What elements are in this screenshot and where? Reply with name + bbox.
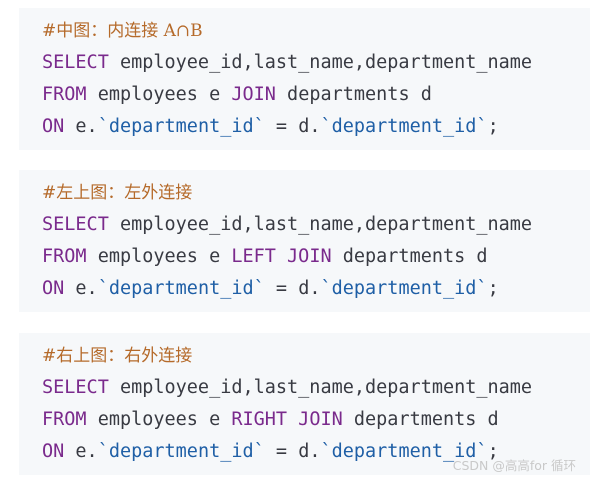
keyword-join: JOIN (231, 84, 276, 105)
keyword-on: ON (42, 116, 65, 137)
on-semicolon: ; (487, 441, 499, 462)
keyword-from: FROM (42, 409, 87, 430)
code-line-select: SELECT employee_id,last_name,department_… (42, 375, 532, 401)
on-equals: = d. (264, 116, 321, 137)
code-comment: #左上图：左外连接 (42, 183, 193, 203)
from-table: employees e (86, 409, 232, 430)
keyword-select: SELECT (42, 52, 109, 73)
code-line-select: SELECT employee_id,last_name,department_… (42, 212, 532, 238)
on-alias-e: e. (64, 441, 98, 462)
keyword-join: RIGHT JOIN (231, 409, 343, 430)
join-table: departments d (342, 409, 499, 430)
code-line-from: FROM employees e RIGHT JOIN departments … (42, 407, 499, 433)
on-column-left: `department_id` (97, 278, 265, 299)
keyword-on: ON (42, 441, 65, 462)
code-block-right-join: #右上图：右外连接 SELECT employee_id,last_name,d… (19, 333, 590, 475)
code-line-from: FROM employees e LEFT JOIN departments d (42, 244, 488, 270)
on-alias-e: e. (64, 116, 98, 137)
keyword-from: FROM (42, 84, 87, 105)
code-line-select: SELECT employee_id,last_name,department_… (42, 50, 532, 76)
select-columns: employee_id,last_name,department_name (108, 214, 533, 235)
code-comment: #中图：内连接 A∩B (42, 21, 203, 41)
code-line-on: ON e.`department_id` = d.`department_id`… (42, 276, 499, 302)
on-column-right: `department_id` (320, 278, 488, 299)
on-equals: = d. (264, 278, 321, 299)
on-column-left: `department_id` (97, 116, 265, 137)
on-alias-e: e. (64, 278, 98, 299)
code-line-on: ON e.`department_id` = d.`department_id`… (42, 439, 499, 465)
code-block-left-join: #左上图：左外连接 SELECT employee_id,last_name,d… (19, 170, 590, 312)
from-table: employees e (86, 246, 232, 267)
code-line-from: FROM employees e JOIN departments d (42, 82, 432, 108)
on-semicolon: ; (487, 116, 499, 137)
keyword-select: SELECT (42, 377, 109, 398)
code-comment: #右上图：右外连接 (42, 346, 193, 366)
csdn-watermark: CSDN @高高for 循环 (452, 458, 576, 473)
select-columns: employee_id,last_name,department_name (108, 52, 533, 73)
from-table: employees e (86, 84, 232, 105)
keyword-from: FROM (42, 246, 87, 267)
on-column-left: `department_id` (97, 441, 265, 462)
keyword-on: ON (42, 278, 65, 299)
on-column-right: `department_id` (320, 441, 488, 462)
on-column-right: `department_id` (320, 116, 488, 137)
code-line-on: ON e.`department_id` = d.`department_id`… (42, 114, 499, 140)
code-block-inner-join: #中图：内连接 A∩B SELECT employee_id,last_name… (19, 8, 590, 150)
select-columns: employee_id,last_name,department_name (108, 377, 533, 398)
on-equals: = d. (264, 441, 321, 462)
join-table: departments d (275, 84, 432, 105)
keyword-select: SELECT (42, 214, 109, 235)
join-table: departments d (331, 246, 488, 267)
keyword-join: LEFT JOIN (231, 246, 332, 267)
on-semicolon: ; (487, 278, 499, 299)
